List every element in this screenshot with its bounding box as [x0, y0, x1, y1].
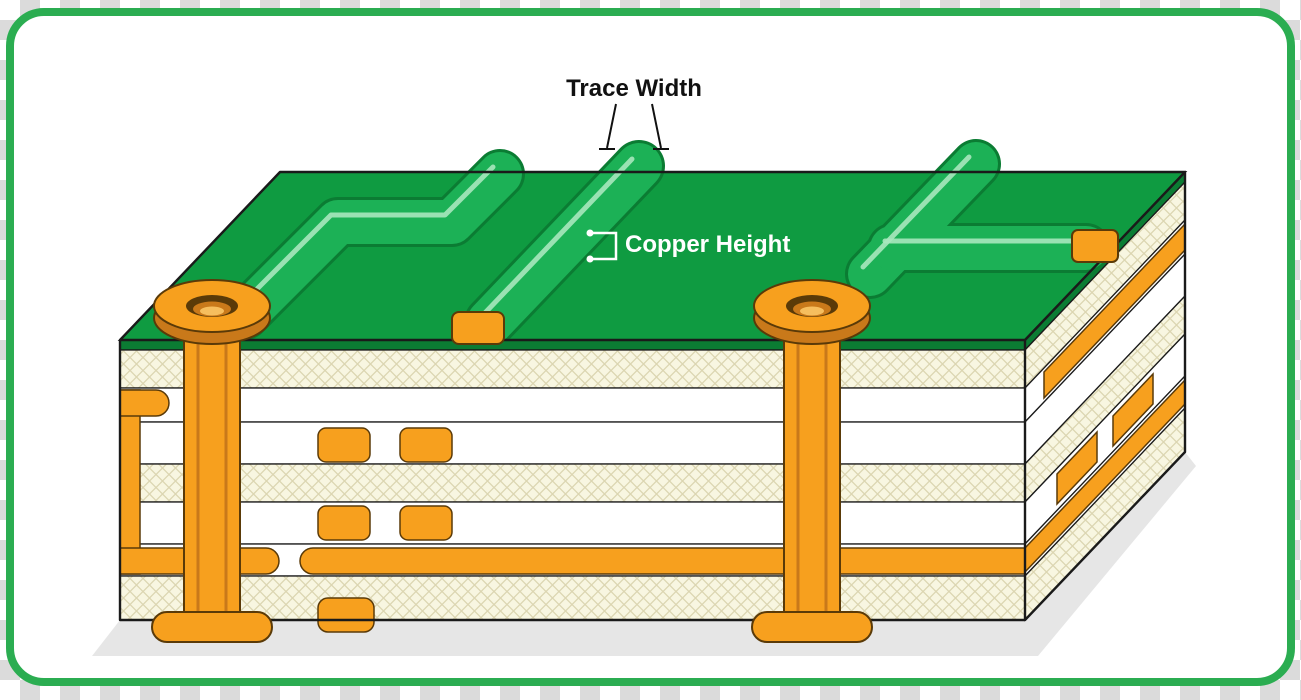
edge-plating [119, 389, 141, 575]
inner-copper-pad [1112, 372, 1154, 448]
copper-height-label: Copper Height [625, 231, 790, 258]
trace-highlight [860, 154, 972, 270]
via-hole-inner [200, 306, 224, 316]
surface-pad [451, 311, 505, 345]
trace-highlight [480, 156, 635, 318]
straight-trace [467, 143, 662, 345]
via-hole-inner [800, 306, 824, 316]
right-via [751, 279, 873, 643]
layer-soldermask-edge [119, 339, 1026, 351]
inner-copper-pad [399, 427, 453, 463]
layer-prepreg [119, 349, 1026, 389]
bottom-pad-tab [317, 597, 375, 633]
trace-width-leader-lines [599, 103, 669, 150]
trace-width-label: Trace Width [566, 75, 702, 102]
front-face-cross-section [119, 339, 1026, 633]
board-outline [118, 170, 1187, 622]
trace-width-annotation: Trace Width [566, 75, 702, 150]
layer-core [119, 501, 1026, 545]
inner-copper-pad [399, 505, 453, 541]
top-face [117, 139, 1188, 348]
copper-height-bracket [590, 231, 618, 261]
via-barrel [783, 315, 841, 627]
bent-trace [223, 152, 522, 337]
left-via [151, 279, 273, 643]
top-copper-traces [220, 139, 1111, 348]
inner-copper-stub [119, 389, 170, 417]
inner-copper-pad [317, 427, 371, 463]
inner-copper-pad [1056, 430, 1098, 506]
copper-height-annotation: Copper Height [586, 229, 790, 263]
via-bottom-pad [751, 611, 873, 643]
bottom-copper-trace-long [299, 547, 1026, 575]
via-barrel [183, 315, 241, 627]
trace-highlight [235, 164, 496, 311]
layer-core [119, 387, 1026, 423]
surface-pad [1071, 229, 1119, 263]
via-bottom-pad [151, 611, 273, 643]
layer-core [119, 421, 1026, 465]
inner-copper-pad [317, 505, 371, 541]
layer-prepreg [119, 463, 1026, 503]
